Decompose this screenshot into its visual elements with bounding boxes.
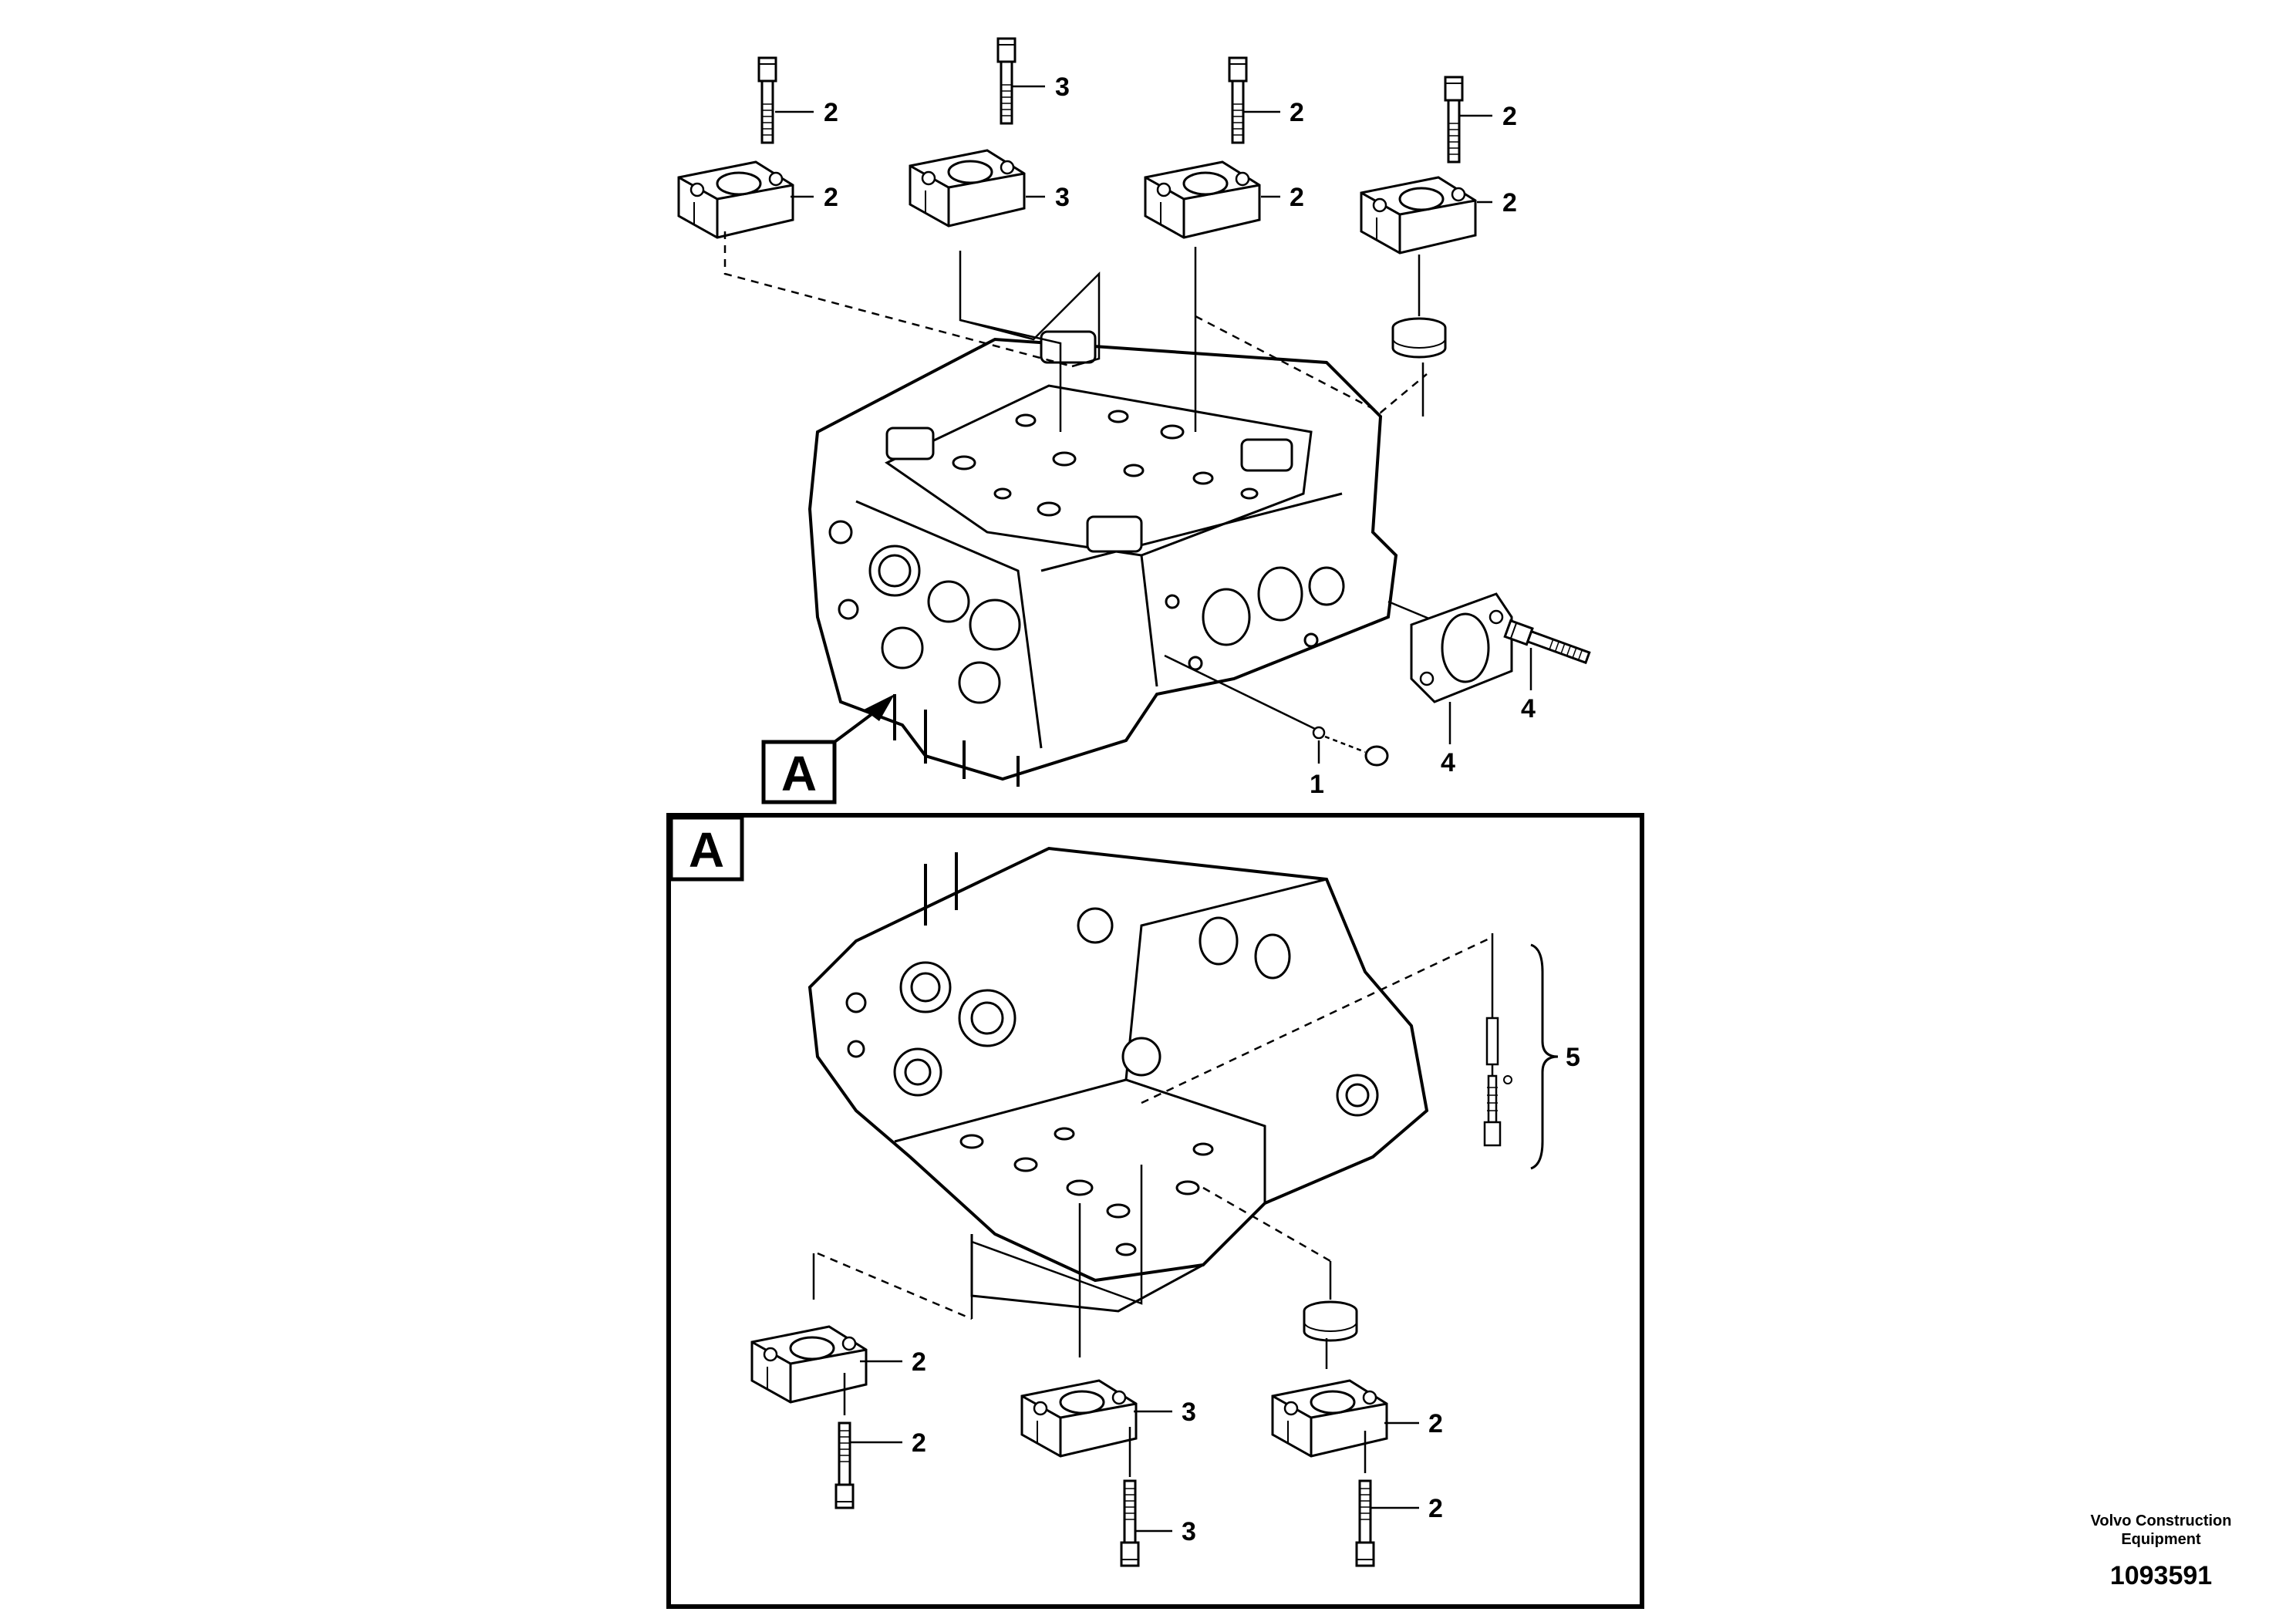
callout-bottom-bolt-3: 2 xyxy=(1428,1494,1443,1523)
callout-side-bolt: 4 xyxy=(1521,694,1536,723)
side-flange-assembly xyxy=(1164,592,1592,767)
callout-bottom-flange-3: 2 xyxy=(1428,1409,1443,1438)
callout-bottom-bolt-1: 2 xyxy=(912,1428,926,1458)
document-number: 1093591 xyxy=(2109,1561,2213,1590)
callout-bottom-flange-2: 3 xyxy=(1182,1398,1196,1427)
top-bolts xyxy=(757,37,1464,164)
plug-with-oring-bottom xyxy=(1303,1300,1358,1342)
detail-view-a: A xyxy=(666,813,1644,1609)
callout-top-flange-3: 2 xyxy=(1290,183,1304,212)
callout-valve-kit: 5 xyxy=(1566,1043,1580,1072)
valve-block-underside xyxy=(807,846,1429,1313)
valve-insert-kit xyxy=(1141,933,1559,1170)
control-valve-block xyxy=(807,330,1398,787)
publisher-block: Volvo Construction Equipment 1093591 xyxy=(2068,1512,2254,1591)
view-reference-marker: A xyxy=(761,694,895,804)
callout-top-bolt-1: 2 xyxy=(824,98,838,127)
callout-top-bolt-2: 3 xyxy=(1055,73,1070,102)
callout-top-flange-1: 2 xyxy=(824,183,838,212)
view-reference-letter: A xyxy=(781,746,817,801)
callout-top-bolt-3: 2 xyxy=(1290,98,1304,127)
callout-top-flange-4: 2 xyxy=(1502,188,1517,218)
callout-bottom-bolt-2: 3 xyxy=(1182,1517,1196,1546)
callout-top-flange-2: 3 xyxy=(1055,183,1070,212)
top-split-flanges xyxy=(677,149,1477,255)
callout-numbers: 2 2 3 3 2 2 2 2 4 4 1 2 2 3 3 2 2 5 xyxy=(824,73,1580,1546)
company-name-line1: Volvo Construction xyxy=(2090,1512,2232,1529)
company-name-line2: Equipment xyxy=(2121,1531,2201,1548)
detail-view-title: A xyxy=(689,822,724,878)
callout-side-flange: 4 xyxy=(1441,748,1455,777)
callout-plug: 1 xyxy=(1310,770,1324,799)
callout-top-bolt-4: 2 xyxy=(1502,102,1517,131)
plug-with-oring-top xyxy=(1391,317,1447,359)
callout-bottom-flange-1: 2 xyxy=(912,1347,926,1377)
callout-leaders xyxy=(775,85,1492,1533)
explode-lines-top xyxy=(723,231,1428,432)
explode-lines-detail xyxy=(812,1165,1367,1477)
